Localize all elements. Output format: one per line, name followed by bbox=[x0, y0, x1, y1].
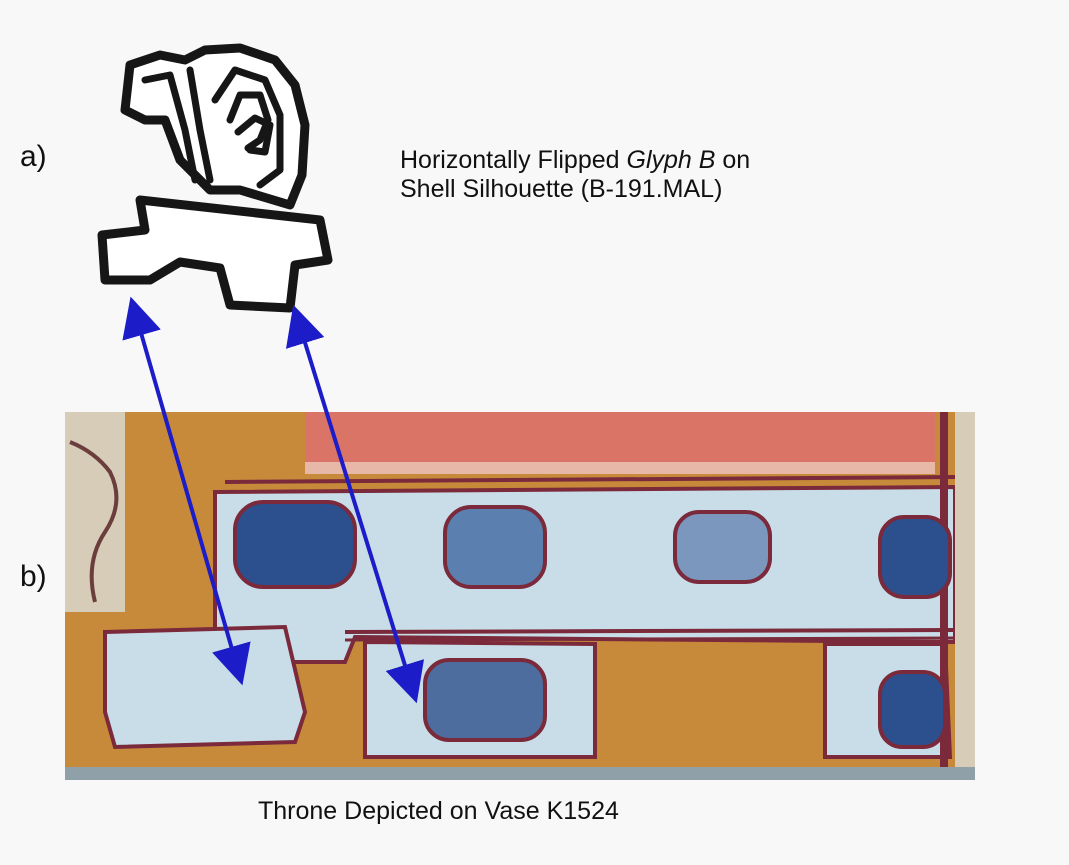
arrow-right bbox=[298, 320, 412, 688]
throne-caption: Throne Depicted on Vase K1524 bbox=[258, 797, 619, 826]
arrow-left bbox=[135, 312, 238, 670]
